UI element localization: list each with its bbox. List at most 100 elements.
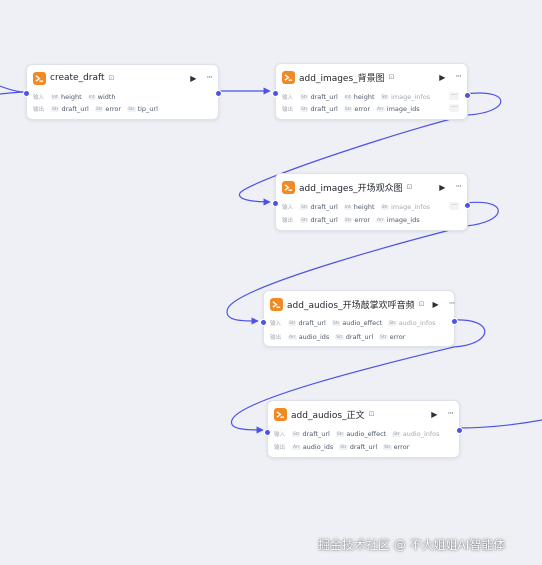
more-outputs-button[interactable]: ··· (449, 104, 459, 112)
batch-badge-icon: ⊡ (388, 73, 395, 81)
edge-bg-to-audience (238, 92, 502, 206)
node-header: add_audios_正文 ⊡ ▶ ··· (274, 407, 454, 421)
node-title: add_images_背景图 (299, 73, 385, 84)
batch-badge-icon: ⊡ (108, 74, 115, 82)
edge-applause-to-main (230, 319, 486, 434)
node-header: create_draft ⊡ ▶ ··· (33, 71, 213, 85)
output-label: 输出 (274, 445, 286, 451)
input-label: 输入 (282, 95, 294, 101)
node-title: add_images_开场观众图 (299, 183, 403, 194)
input-label: 输入 (270, 321, 282, 327)
more-options-button[interactable]: ··· (206, 73, 213, 83)
edge-main-outgoing (458, 419, 542, 429)
run-button[interactable]: ▶ (190, 73, 197, 83)
plugin-icon (270, 297, 283, 311)
batch-badge-icon: ⊡ (418, 300, 425, 308)
run-button[interactable]: ▶ (439, 72, 446, 82)
node-header: add_images_开场观众图 ⊡ ▶ ··· (282, 180, 462, 194)
output-port[interactable] (451, 318, 458, 325)
output-port[interactable] (464, 92, 471, 99)
input-port[interactable] (272, 90, 279, 97)
batch-badge-icon: ⊡ (368, 410, 375, 418)
input-port[interactable] (260, 319, 267, 326)
run-button[interactable]: ▶ (439, 182, 446, 192)
edge-audience-to-applause (226, 201, 499, 325)
plugin-icon (282, 70, 295, 84)
batch-badge-icon: ⊡ (406, 183, 413, 191)
input-port[interactable] (264, 429, 271, 436)
output-port[interactable] (464, 202, 471, 209)
more-options-button[interactable]: ··· (447, 409, 454, 419)
watermark: 掘金技术社区 @ 不大姐姐AI智能体 (318, 538, 506, 552)
node-header: add_images_背景图 ⊡ ▶ ··· (282, 70, 462, 84)
output-label: 输出 (270, 335, 282, 341)
output-port[interactable] (215, 90, 222, 97)
output-label: 输出 (282, 107, 294, 113)
plugin-icon (274, 407, 287, 421)
more-inputs-button[interactable]: ··· (449, 202, 459, 210)
output-label: 输出 (33, 107, 45, 113)
more-inputs-button[interactable]: ··· (449, 92, 459, 100)
input-label: 输入 (33, 95, 45, 101)
input-port[interactable] (23, 90, 30, 97)
run-button[interactable]: ▶ (432, 299, 439, 309)
plugin-icon (33, 71, 46, 85)
input-label: 输入 (274, 432, 286, 438)
more-options-button[interactable]: ··· (455, 182, 462, 192)
run-button[interactable]: ▶ (431, 409, 438, 419)
output-label: 输出 (282, 218, 294, 224)
more-options-button[interactable]: ··· (448, 299, 456, 309)
node-title: add_audios_开场敲掌欢呼音频 (287, 300, 415, 311)
node-title: add_audios_正文 (291, 410, 365, 421)
more-options-button[interactable]: ··· (455, 72, 462, 82)
input-port[interactable] (272, 200, 279, 207)
node-header: add_audios_开场敲掌欢呼音频 ⊡ ▶ ··· (270, 297, 455, 311)
output-port[interactable] (456, 427, 463, 434)
edge-incoming (0, 85, 27, 93)
plugin-icon (282, 180, 295, 194)
node-title: create_draft (50, 73, 105, 83)
